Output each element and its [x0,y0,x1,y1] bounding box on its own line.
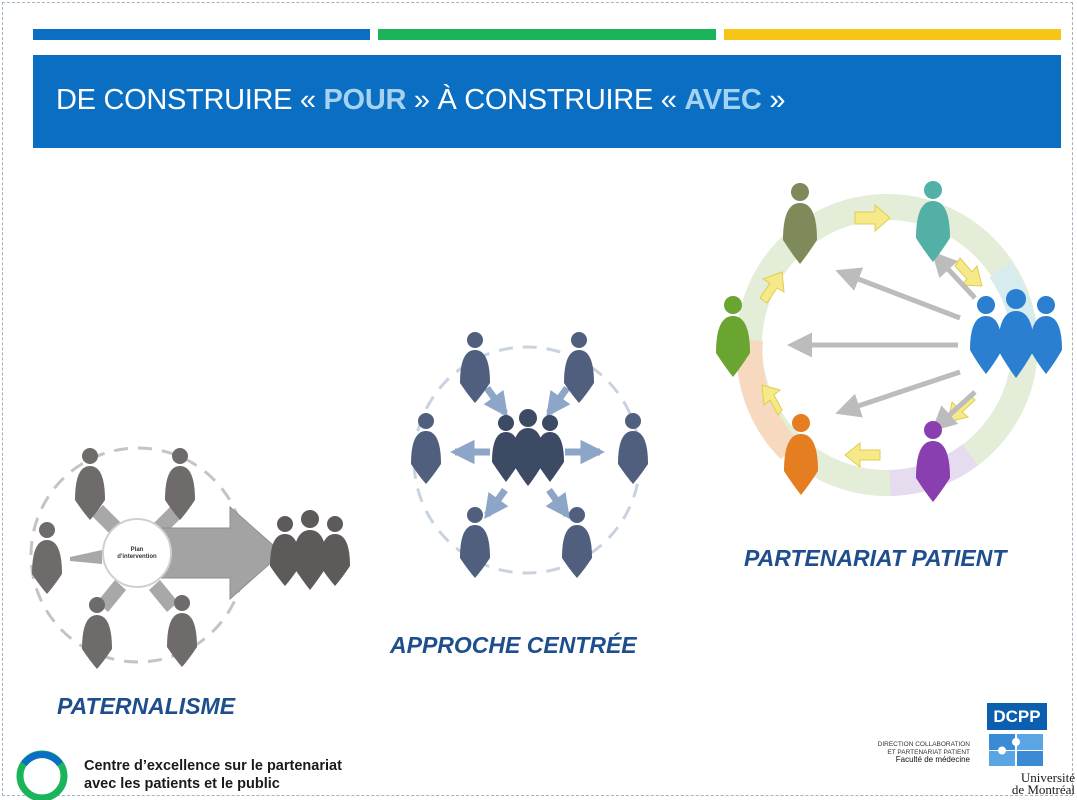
person-icon [536,415,564,482]
centre-name-line2: avec les patients et le public [84,776,280,792]
paternalisme-diagram: Plan d'intervention [29,446,350,669]
title-pour: POUR [323,84,407,116]
direction-text: DIRECTION COLLABORATION ET PARTENARIAT P… [850,741,970,764]
person-icon [970,296,1002,374]
person-icon [783,183,817,264]
person-icon [512,409,544,486]
centre-name-line1: Centre d’excellence sur le partenariat [84,758,342,774]
title-banner: DE CONSTRUIRE « POUR » À CONSTRUIRE « AV… [33,55,1061,148]
person-icon [784,414,818,495]
puzzle-logo-icon [989,734,1043,766]
title-avec: AVEC [684,84,762,116]
universite-montreal-logo: Université de Montréal [975,770,1075,797]
person-icon [460,507,490,578]
person-icon [564,332,594,403]
title-part: » [761,84,786,116]
udem-line1: Université [1020,770,1075,785]
udem-line2: de Montréal [1011,782,1075,797]
person-icon [165,448,195,520]
person-icon [75,448,105,520]
person-icon [998,289,1034,378]
direction-line2: ET PARTENARIAT PATIENT [887,748,970,756]
centre-logo-icon [16,750,68,800]
label-paternalisme: PATERNALISME [57,693,236,719]
top-accent-bar-yellow [724,29,1061,40]
top-accent-bar-blue [33,29,370,40]
person-icon [293,510,327,590]
partenariat-patient-diagram [716,181,1062,502]
top-accent-bar-green [378,29,716,40]
label-partenariat-patient: PARTENARIAT PATIENT [744,545,1007,571]
direction-line1: DIRECTION COLLABORATION [877,741,970,748]
person-icon [562,507,592,578]
plan-label: Plan [131,547,144,553]
approche-centree-diagram [411,332,648,578]
centre-name: Centre d’excellence sur le partenariat a… [84,757,342,793]
intervention-label: d'intervention [117,554,157,560]
label-approche-centree: APPROCHE CENTRÉE [390,632,637,658]
dcpp-logo: DCPP [987,703,1047,730]
title-part: » À CONSTRUIRE « [406,84,685,116]
slide-title: DE CONSTRUIRE « POUR » À CONSTRUIRE « AV… [56,84,785,117]
faculty-line: Faculté de médecine [895,755,970,764]
person-icon [320,516,350,586]
title-part: DE CONSTRUIRE « [56,84,324,116]
person-icon [82,597,112,669]
person-icon [270,516,300,586]
person-icon [1030,296,1062,374]
person-icon [32,522,62,594]
person-icon [492,415,520,482]
person-icon [916,421,950,502]
person-icon [460,332,490,403]
person-icon [618,413,648,484]
person-icon [167,595,197,667]
person-icon [916,181,950,262]
person-icon [411,413,441,484]
person-icon [716,296,750,377]
